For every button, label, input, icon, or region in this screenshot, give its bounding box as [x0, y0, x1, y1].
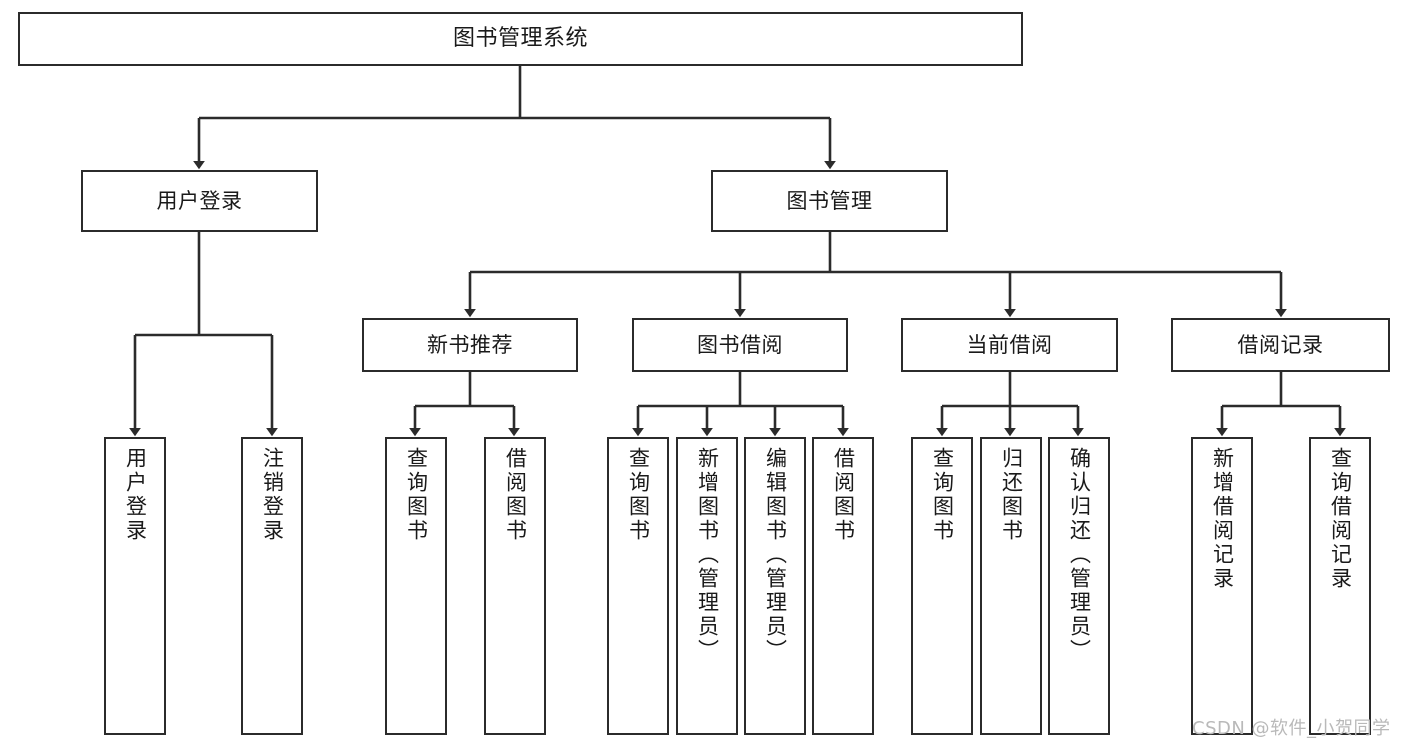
- node-book-management[interactable]: 图书管理: [711, 170, 948, 232]
- node-leaf-add-record[interactable]: 新增借阅记录: [1191, 437, 1253, 735]
- node-leaf-borrow-book-2[interactable]: 借阅图书: [812, 437, 874, 735]
- node-leaf-confirm-return-label: 确认归还（管理员）: [1067, 447, 1092, 663]
- node-leaf-borrow-book-1-label: 借阅图书: [503, 447, 528, 543]
- node-current-borrow-label: 当前借阅: [966, 332, 1053, 357]
- node-book-borrow[interactable]: 图书借阅: [632, 318, 848, 372]
- node-leaf-query-book-3[interactable]: 查询图书: [911, 437, 973, 735]
- node-borrow-record-label: 借阅记录: [1237, 332, 1324, 357]
- node-leaf-edit-book-label: 编辑图书（管理员）: [763, 447, 788, 663]
- node-book-management-label: 图书管理: [786, 188, 873, 213]
- node-borrow-record[interactable]: 借阅记录: [1171, 318, 1390, 372]
- node-new-book-recommend-label: 新书推荐: [427, 332, 513, 357]
- node-leaf-return-book-label: 归还图书: [999, 447, 1024, 543]
- node-leaf-query-book-3-label: 查询图书: [930, 447, 955, 543]
- node-leaf-query-book-2[interactable]: 查询图书: [607, 437, 669, 735]
- node-user-login[interactable]: 用户登录: [81, 170, 318, 232]
- node-leaf-borrow-book-2-label: 借阅图书: [831, 447, 856, 543]
- node-leaf-add-book-label: 新增图书（管理员）: [695, 447, 720, 663]
- node-leaf-add-record-label: 新增借阅记录: [1210, 447, 1235, 591]
- node-user-login-label: 用户登录: [156, 188, 243, 213]
- node-leaf-query-record[interactable]: 查询借阅记录: [1309, 437, 1371, 735]
- node-leaf-edit-book[interactable]: 编辑图书（管理员）: [744, 437, 806, 735]
- node-leaf-logout[interactable]: 注销登录: [241, 437, 303, 735]
- node-current-borrow[interactable]: 当前借阅: [901, 318, 1118, 372]
- node-leaf-return-book[interactable]: 归还图书: [980, 437, 1042, 735]
- node-root-label: 图书管理系统: [452, 26, 588, 52]
- node-leaf-borrow-book-1[interactable]: 借阅图书: [484, 437, 546, 735]
- node-book-borrow-label: 图书借阅: [697, 332, 783, 357]
- node-new-book-recommend[interactable]: 新书推荐: [362, 318, 578, 372]
- node-leaf-query-record-label: 查询借阅记录: [1328, 447, 1353, 591]
- node-leaf-query-book-1[interactable]: 查询图书: [385, 437, 447, 735]
- node-leaf-user-login[interactable]: 用户登录: [104, 437, 166, 735]
- node-leaf-query-book-2-label: 查询图书: [626, 447, 651, 543]
- node-root[interactable]: 图书管理系统: [18, 12, 1023, 66]
- node-leaf-query-book-1-label: 查询图书: [404, 447, 429, 543]
- csdn-watermark: CSDN @软件_小贺同学: [1192, 718, 1391, 739]
- node-leaf-user-login-label: 用户登录: [123, 447, 148, 543]
- node-leaf-add-book[interactable]: 新增图书（管理员）: [676, 437, 738, 735]
- node-leaf-logout-label: 注销登录: [260, 447, 285, 543]
- node-leaf-confirm-return[interactable]: 确认归还（管理员）: [1048, 437, 1110, 735]
